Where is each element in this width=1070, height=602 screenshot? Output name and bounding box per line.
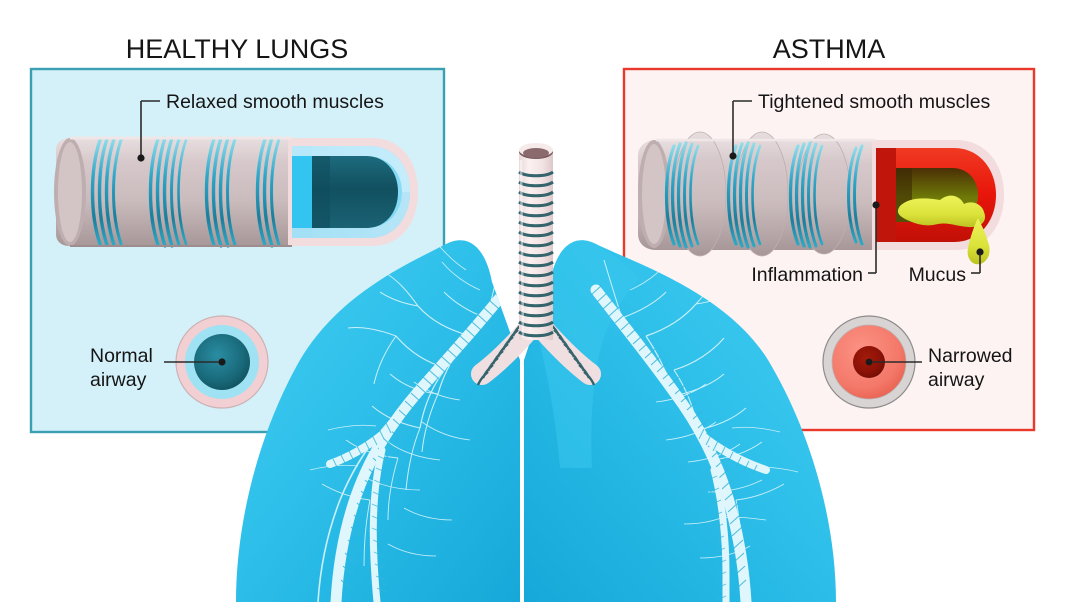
asthma-panel-title: ASTHMA xyxy=(773,34,886,64)
healthy-muscle-bands xyxy=(90,136,281,248)
left-lung xyxy=(236,240,520,602)
trachea xyxy=(471,143,601,386)
mucus-label: Mucus xyxy=(909,264,967,286)
mucus-blob xyxy=(897,195,990,265)
left-main-bronchus xyxy=(326,284,512,602)
inflammation-label: Inflammation xyxy=(751,264,863,286)
healthy-airway-tube xyxy=(54,136,418,248)
mucus-callout xyxy=(971,254,981,274)
relaxed-muscles-callout xyxy=(137,100,160,162)
healthy-panel-title: HEALTHY LUNGS xyxy=(126,34,349,64)
right-main-bronchus xyxy=(590,284,770,602)
narrowed-airway-cross-section xyxy=(822,315,916,409)
relaxed-muscles-label: Relaxed smooth muscles xyxy=(166,91,384,113)
normal-airway-label-line2: airway xyxy=(90,369,147,391)
asthma-constriction-bulges xyxy=(673,131,851,257)
tightened-muscles-label: Tightened smooth muscles xyxy=(758,91,991,113)
right-lung xyxy=(524,240,836,602)
normal-airway-label-line1: Normal xyxy=(90,345,153,367)
narrowed-airway-label-line2: airway xyxy=(928,369,985,391)
inflammation-callout xyxy=(868,201,880,274)
narrowed-airway-label-line1: Narrowed xyxy=(928,345,1013,367)
asthma-muscle-bands xyxy=(664,141,864,249)
normal-airway-cross-section xyxy=(175,315,269,409)
tightened-muscles-callout xyxy=(729,100,752,160)
asthma-airway-tube xyxy=(638,131,1004,265)
